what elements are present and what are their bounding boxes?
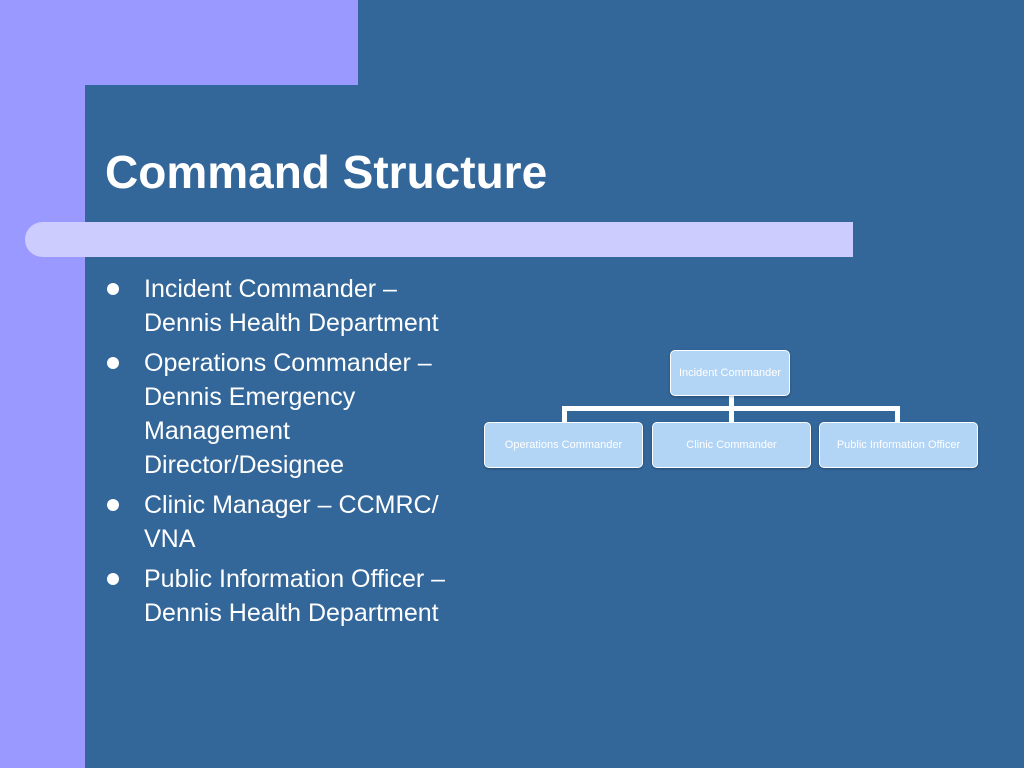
bullet-line: Incident Commander – <box>144 275 397 303</box>
bullet-line: Public Information Officer – <box>144 565 446 593</box>
bullet-dot-icon <box>107 573 119 585</box>
bullet-item: Public Information Officer – Dennis Heal… <box>105 562 505 630</box>
org-connector-drop <box>895 406 900 424</box>
bullet-line: Clinic Manager – CCMRC/ <box>144 491 439 519</box>
title-underline-bar <box>25 222 853 257</box>
org-box-public-information-officer: Public Information Officer <box>819 422 978 468</box>
bullet-line: Director/Designee <box>144 451 345 479</box>
org-connector-drop <box>562 406 567 424</box>
bullet-item: Operations Commander – Dennis Emergency … <box>105 346 505 482</box>
bullet-list: Incident Commander – Dennis Health Depar… <box>105 272 505 636</box>
org-box-incident-commander: Incident Commander <box>670 350 790 396</box>
bullet-line: Operations Commander – <box>144 349 432 377</box>
bullet-line: Dennis Health Department <box>144 309 439 337</box>
bullet-line: Dennis Emergency <box>144 383 356 411</box>
org-connector-vertical <box>729 396 734 410</box>
org-box-operations-commander: Operations Commander <box>484 422 643 468</box>
corner-decoration <box>0 0 358 85</box>
bullet-line: Management <box>144 417 290 445</box>
bullet-line: Dennis Health Department <box>144 599 439 627</box>
org-box-clinic-commander: Clinic Commander <box>652 422 811 468</box>
bullet-item: Clinic Manager – CCMRC/ VNA <box>105 488 505 556</box>
org-connector-drop <box>729 406 734 424</box>
bullet-item: Incident Commander – Dennis Health Depar… <box>105 272 505 340</box>
bullet-dot-icon <box>107 499 119 511</box>
org-chart: Incident Commander Operations Commander … <box>484 350 978 472</box>
left-decoration-strip <box>0 85 85 768</box>
panel-rounded-corner <box>85 85 358 145</box>
slide-title: Command Structure <box>105 146 548 198</box>
bullet-dot-icon <box>107 357 119 369</box>
bullet-dot-icon <box>107 283 119 295</box>
bullet-line: VNA <box>144 525 196 553</box>
